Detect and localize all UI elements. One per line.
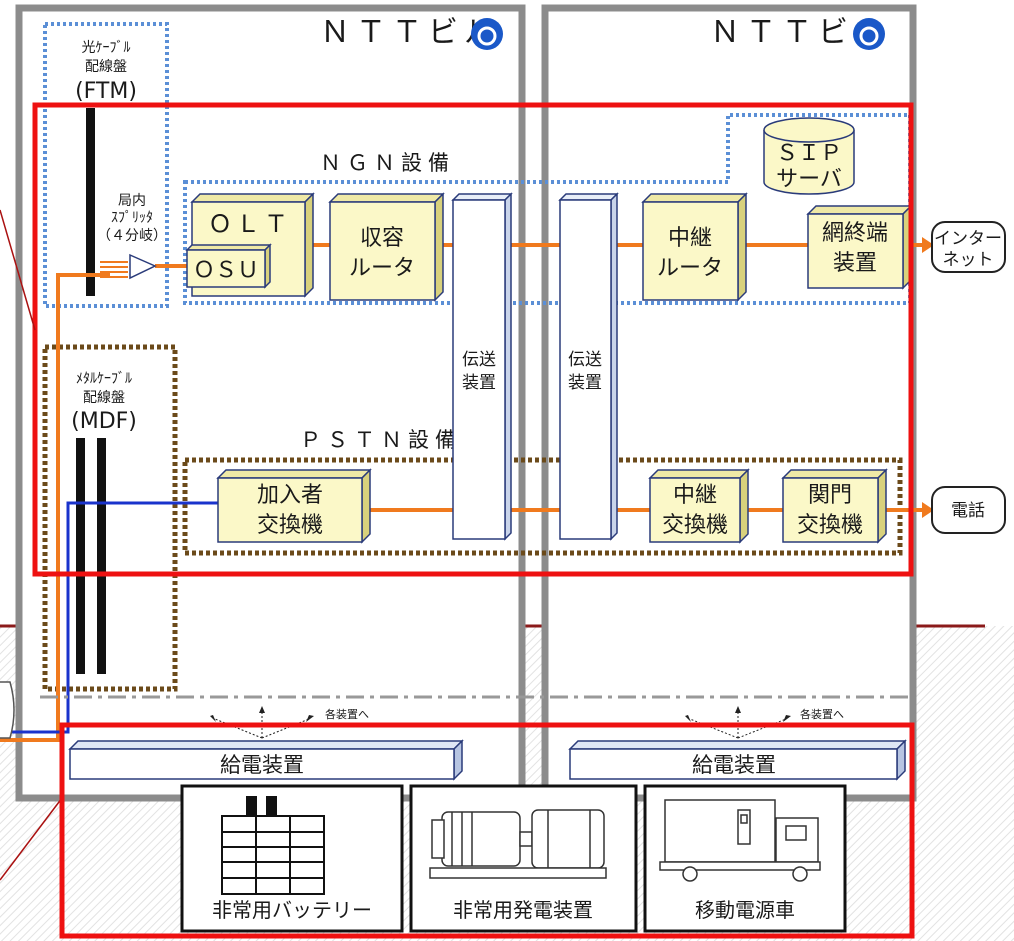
network-termination-block [806, 204, 913, 290]
splitter-label-line2: ｽﾌﾟﾘｯﾀ [111, 210, 153, 226]
power-supply-left-label: 給電装置 [220, 753, 304, 777]
power-vehicle-label: 移動電源車 [695, 898, 795, 922]
feed-to-each-left: 各装置へ [325, 707, 369, 721]
edge-router-label-line1: 収容 [360, 226, 404, 251]
building-left-title: ＮＴＴビル [320, 15, 500, 50]
relay-router-label-line1: 中継 [668, 226, 712, 251]
mdf-label-line3: (MDF) [71, 409, 137, 434]
internet-label-line1: インター [934, 229, 1002, 249]
equipment-red-frame [32, 102, 914, 577]
arrow-left-icon [685, 715, 691, 722]
subscriber-switch-block [216, 468, 372, 544]
arrow-left-icon [210, 715, 216, 722]
ntt-logo-icon [853, 18, 885, 50]
osu-label: ＯＳＵ [193, 258, 259, 283]
ngn-section-label: ＮＧＮ設備 [320, 151, 455, 175]
sip-server-cylinder [763, 117, 855, 195]
transmission-left-block [451, 192, 513, 541]
mdf-label-line2: 配線盤 [83, 390, 125, 406]
splitter-label-line1: 局内 [118, 193, 146, 209]
power-supply-left [68, 739, 464, 781]
ntt-logo-icon [471, 18, 503, 50]
pstn-section-label: ＰＳＴＮ設備 [300, 428, 462, 452]
mdf-dotted-box [42, 344, 178, 692]
gateway-switch-label-line1: 関門 [808, 483, 852, 508]
osu-block [185, 243, 272, 289]
transmission-right-label-line1: 伝送 [568, 350, 602, 370]
generator-label: 非常用発電装置 [453, 898, 593, 922]
transmission-left-label-line1: 伝送 [462, 350, 496, 370]
sip-label-line2: サーバ [776, 167, 842, 192]
splitter-label-line3: （４分岐） [97, 228, 167, 244]
transmission-left-label-line2: 装置 [462, 373, 496, 393]
mdf-label-line1: ﾒﾀﾙｹｰﾌﾞﾙ [76, 371, 132, 387]
arrow-phone-icon [922, 502, 934, 518]
optical-line-incoming [0, 273, 110, 742]
relay-router-label-line2: ルータ [657, 256, 723, 281]
arrow-internet-icon [922, 237, 934, 253]
transmission-right-block [558, 192, 619, 541]
mdf-cable-bar-1 [76, 438, 85, 674]
arrow-up-icon [259, 706, 265, 713]
edge-router-label-line2: ルータ [349, 256, 415, 281]
power-supply-right-label: 給電装置 [692, 753, 776, 777]
internet-terminal [931, 221, 1006, 273]
backup-power-red-frame [59, 722, 915, 939]
network-termination-label-line2: 装置 [833, 251, 877, 276]
arrow-right-icon [306, 715, 314, 722]
relay-router-block [641, 192, 748, 302]
relay-switch-label-line1: 中継 [673, 483, 717, 508]
arrow-up-icon [735, 706, 741, 713]
gateway-switch-label-line2: 交換機 [797, 513, 863, 538]
relay-switch-block [648, 468, 750, 544]
sip-label-line1: ＳＩＰ [776, 141, 842, 166]
phone-terminal [931, 486, 1006, 534]
power-supply-right [568, 739, 907, 781]
metal-line-incoming [0, 501, 218, 734]
battery-label: 非常用バッテリー [212, 898, 372, 922]
transmission-right-label-line2: 装置 [568, 373, 602, 393]
ftm-dotted-box [43, 22, 169, 308]
generator-icon [429, 809, 607, 879]
ftm-label-line1: 光ｹｰﾌﾞﾙ [82, 40, 131, 56]
splitter-symbol [129, 253, 157, 280]
ftm-label-line3: (FTM) [75, 79, 137, 104]
subscriber-switch-label-line2: 交換機 [257, 513, 323, 538]
callout-line-top [0, 209, 36, 331]
relay-switch-label-line2: 交換機 [662, 513, 728, 538]
ftm-cable-bar [86, 108, 95, 296]
subscriber-switch-label-line1: 加入者 [257, 483, 323, 508]
battery-icon [221, 796, 325, 895]
phone-label: 電話 [951, 501, 985, 521]
mdf-cable-bar-2 [97, 438, 106, 674]
ftm-label-line2: 配線盤 [85, 59, 127, 75]
arrow-right-icon [783, 715, 791, 722]
cable-conduit-icon [0, 681, 15, 739]
callout-line-bottom [0, 797, 63, 881]
power-vehicle-icon [659, 799, 821, 882]
internet-label-line2: ネット [943, 250, 994, 270]
olt-label: ＯＬＴ [208, 210, 292, 238]
edge-router-block [328, 192, 445, 302]
network-termination-label-line1: 網終端 [822, 221, 888, 246]
pstn-dotted-boundary [182, 457, 903, 556]
gateway-switch-block [781, 468, 888, 544]
feed-to-each-right: 各装置へ [800, 707, 844, 721]
